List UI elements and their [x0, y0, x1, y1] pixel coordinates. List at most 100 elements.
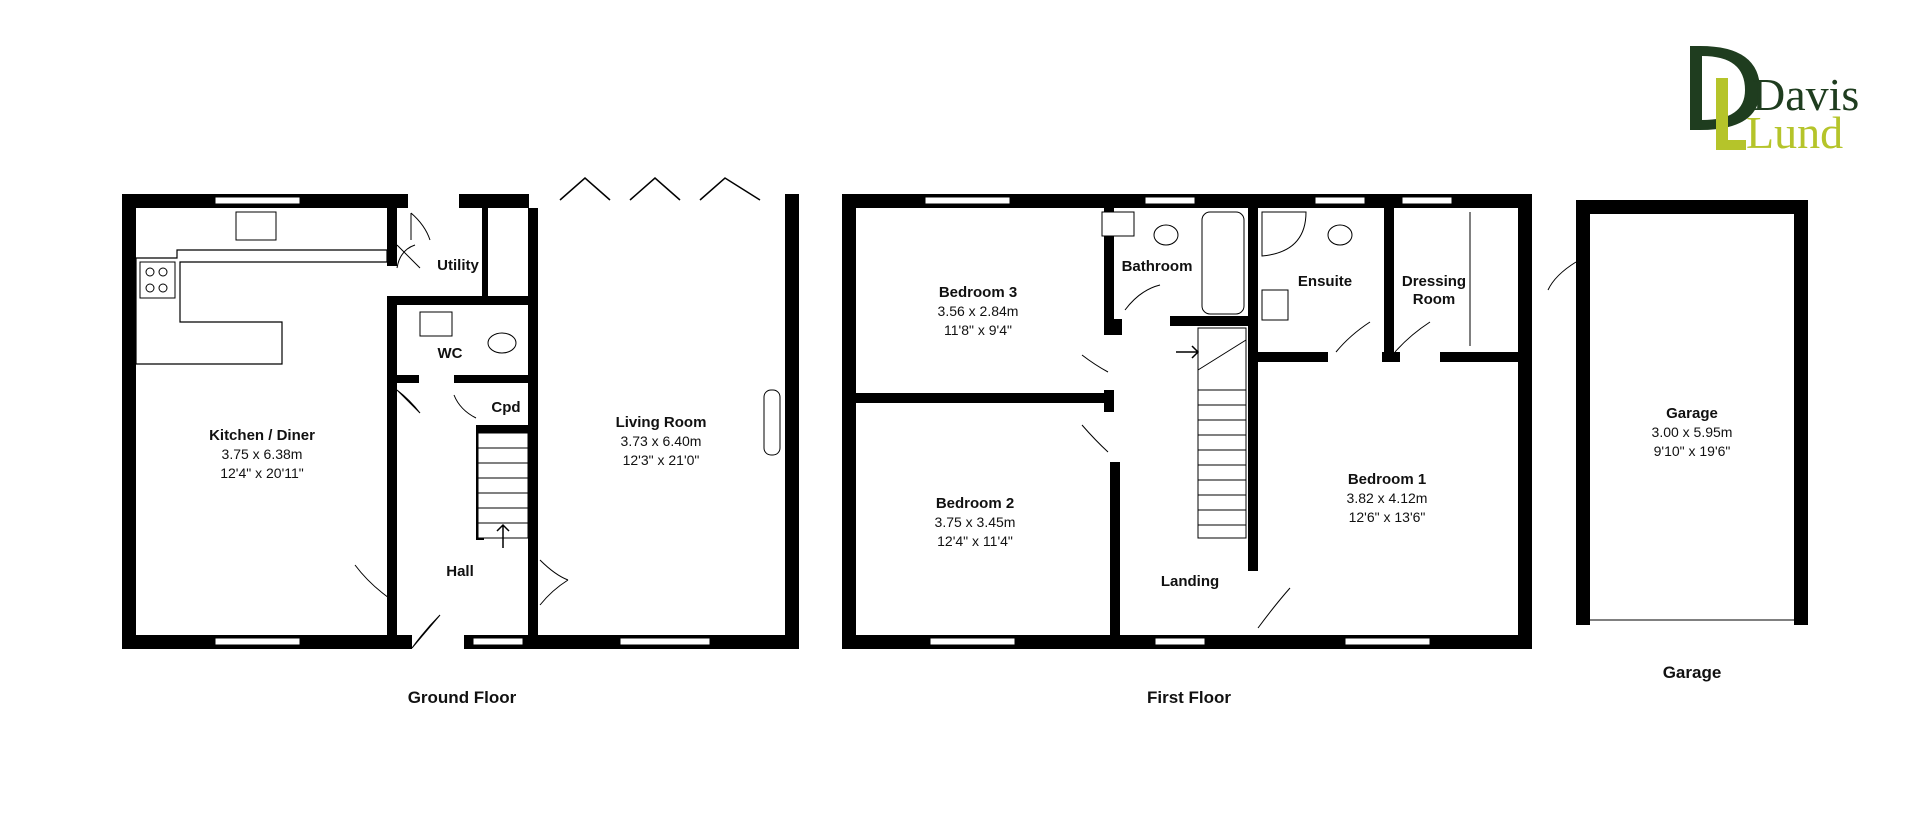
bedroom2-name: Bedroom 2: [936, 495, 1014, 512]
hall-name: Hall: [446, 563, 474, 580]
wall: [459, 194, 529, 208]
wall: [1104, 319, 1122, 335]
floor-labels: Ground Floor First Floor Garage: [408, 663, 1722, 707]
wall: [1794, 200, 1808, 625]
window: [1401, 196, 1453, 205]
kitchen-imperial: 12'4" x 20'11": [220, 465, 304, 481]
bedroom3-imperial: 11'8" x 9'4": [944, 322, 1012, 338]
dressing-name-line2: Room: [1413, 291, 1456, 308]
wall: [1248, 194, 1258, 319]
wall: [387, 296, 533, 305]
stair-treads: [1197, 339, 1247, 526]
window: [472, 637, 524, 646]
garage-plan: [1547, 200, 1808, 625]
davis-lund-logo: Davis Lund: [1690, 46, 1859, 158]
wc-name: WC: [438, 345, 463, 362]
wall: [1170, 316, 1258, 326]
garage-name: Garage: [1666, 405, 1718, 422]
wall: [856, 393, 1114, 403]
logo-l-glyph: [1716, 78, 1728, 150]
wall: [1110, 462, 1120, 636]
stairs: [477, 432, 529, 539]
logo-d-glyph: [1690, 46, 1760, 130]
logo-l-foot: [1716, 140, 1746, 150]
living-metric: 3.73 x 6.40m: [621, 433, 702, 449]
window: [214, 196, 301, 205]
bedroom1-name: Bedroom 1: [1348, 471, 1426, 488]
wall: [842, 194, 856, 649]
door-swing: [396, 244, 421, 269]
wall: [785, 194, 799, 649]
hob-burner: [158, 283, 168, 293]
wall: [1104, 390, 1114, 412]
wall: [1104, 194, 1114, 319]
door-swing: [539, 559, 569, 606]
bedroom2-imperial: 12'4" x 11'4": [937, 533, 1013, 549]
wall: [1440, 352, 1532, 362]
bedroom3-name: Bedroom 3: [939, 284, 1017, 301]
utility-name: Utility: [437, 257, 479, 274]
stairs: [1197, 327, 1247, 539]
window: [1314, 196, 1366, 205]
hob-icon: [139, 261, 176, 299]
fireplace-icon: [763, 389, 781, 456]
wall: [482, 208, 488, 298]
hob-burner: [145, 267, 155, 277]
door-swing: [1081, 424, 1109, 453]
door-swing: [1394, 321, 1431, 353]
wall: [1384, 194, 1394, 359]
bedroom2-metric: 3.75 x 3.45m: [935, 514, 1016, 530]
kitchen-metric: 3.75 x 6.38m: [222, 446, 303, 462]
door-swing: [1547, 261, 1577, 291]
first-floor-label: First Floor: [1147, 688, 1231, 707]
window: [214, 637, 301, 646]
door-swing: [453, 394, 477, 419]
kitchen-sink-icon: [235, 211, 277, 241]
toilet-icon: [1153, 224, 1179, 246]
toilet-icon: [1327, 224, 1353, 246]
wall: [1518, 194, 1532, 649]
stair-arrow-icon: [496, 523, 510, 548]
bedroom3-metric: 3.56 x 2.84m: [938, 303, 1019, 319]
door-swing: [410, 212, 431, 241]
cpd-name: Cpd: [491, 399, 520, 416]
basin-icon: [419, 311, 453, 337]
bedroom1-imperial: 12'6" x 13'6": [1349, 509, 1426, 525]
living-name: Living Room: [616, 414, 707, 431]
door-swing: [1124, 284, 1161, 311]
wall: [387, 194, 397, 266]
window: [924, 196, 1011, 205]
garage-metric: 3.00 x 5.95m: [1652, 424, 1733, 440]
bathroom-name: Bathroom: [1122, 258, 1193, 275]
basin-icon: [1261, 289, 1289, 321]
hob-burner: [145, 283, 155, 293]
bath-icon: [1201, 211, 1245, 315]
logo-line1: Davis: [1752, 69, 1859, 120]
bedroom1-metric: 3.82 x 4.12m: [1347, 490, 1428, 506]
window: [1144, 196, 1196, 205]
door-swing: [396, 389, 421, 414]
door-swing: [1081, 354, 1109, 373]
stair-treads: [478, 447, 528, 524]
window: [929, 637, 1016, 646]
wall: [387, 296, 397, 636]
hob-burner: [158, 267, 168, 277]
wall: [528, 208, 538, 636]
ground-floor-label: Ground Floor: [408, 688, 517, 707]
basin-icon: [1101, 211, 1135, 237]
garage-side-door-gap: [1590, 262, 1592, 292]
first-floor: [842, 194, 1532, 649]
wall: [1576, 200, 1808, 214]
logo-line2: Lund: [1746, 107, 1843, 158]
wall: [122, 194, 136, 649]
dressing-name-line1: Dressing: [1402, 273, 1466, 290]
kitchen-counter: [135, 249, 388, 365]
ensuite-name: Ensuite: [1298, 273, 1352, 290]
wall: [454, 375, 533, 383]
door-swing: [1257, 587, 1291, 629]
wall: [1248, 316, 1258, 571]
wall: [387, 375, 419, 383]
stair-arrow-icon: [1176, 345, 1200, 359]
bifold-door: [559, 177, 761, 201]
